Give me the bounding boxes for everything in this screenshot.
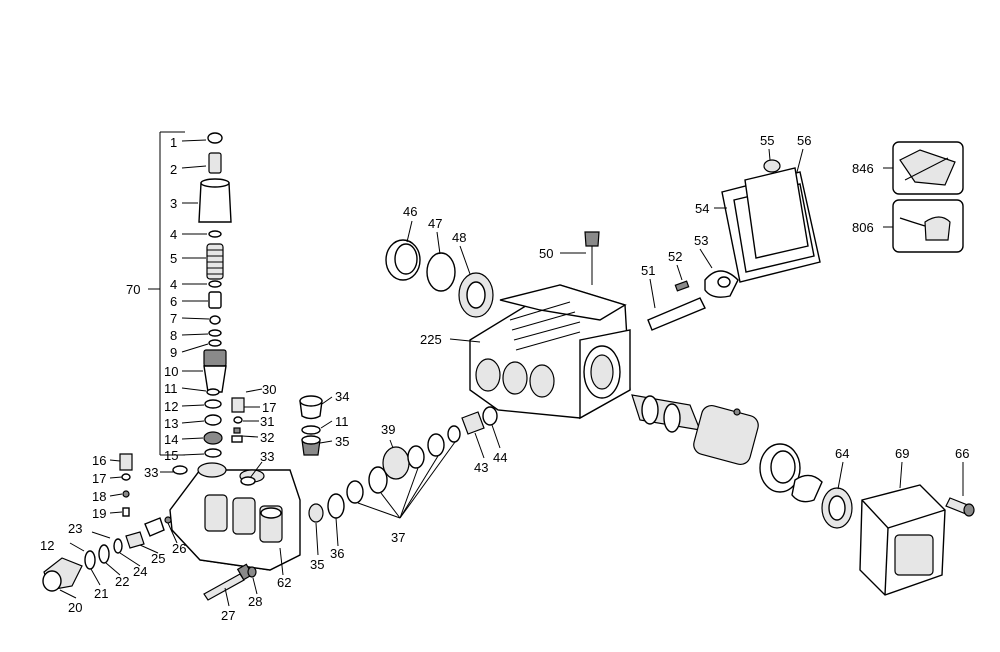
valve-leaders [181, 139, 210, 456]
label-9: 9 [170, 345, 177, 360]
label-14: 14 [164, 432, 178, 447]
label-4: 4 [170, 227, 177, 242]
label-69: 69 [895, 446, 909, 461]
label-56: 56 [797, 133, 811, 148]
label-2: 2 [170, 162, 177, 177]
label-21: 21 [94, 586, 108, 601]
bolt-66 [945, 462, 975, 517]
label-27: 27 [221, 608, 235, 623]
label-62: 62 [277, 575, 291, 590]
label-54: 54 [695, 201, 709, 216]
label-26: 26 [172, 541, 186, 556]
label-31: 31 [260, 414, 274, 429]
label-55: 55 [760, 133, 774, 148]
label-39: 39 [381, 422, 395, 437]
label-35: 35 [310, 557, 324, 572]
label-48: 48 [452, 230, 466, 245]
label-22: 22 [115, 574, 129, 589]
label-34: 34 [335, 389, 349, 404]
label-47: 47 [428, 216, 442, 231]
label-846: 846 [852, 161, 874, 176]
label-10: 10 [164, 364, 178, 379]
label-24: 24 [133, 564, 147, 579]
left-fittings [42, 453, 178, 599]
bolt-27-28 [203, 563, 258, 607]
label-806: 806 [852, 220, 874, 235]
label-225: 225 [420, 332, 442, 347]
label-12: 12 [40, 538, 54, 553]
label-1: 1 [170, 135, 177, 150]
crankshaft [631, 394, 853, 529]
label-51: 51 [641, 263, 655, 278]
label-32: 32 [260, 430, 274, 445]
manifold-head [160, 461, 301, 576]
label-52: 52 [668, 249, 682, 264]
label-70: 70 [126, 282, 140, 297]
label-11: 11 [164, 381, 178, 396]
housing-69 [859, 461, 946, 596]
valve-stack [198, 132, 232, 458]
label-35: 35 [335, 434, 349, 449]
label-25: 25 [151, 551, 165, 566]
label-7: 7 [170, 311, 177, 326]
label-44: 44 [493, 450, 507, 465]
label-18: 18 [92, 489, 106, 504]
label-8: 8 [170, 328, 177, 343]
label-66: 66 [955, 446, 969, 461]
label-33: 33 [260, 449, 274, 464]
label-46: 46 [403, 204, 417, 219]
label-17: 17 [262, 400, 276, 415]
seal-rings [308, 406, 501, 556]
label-43: 43 [474, 460, 488, 475]
callout-labels: 1 2 3 4 5 4 6 7 8 9 10 11 12 13 14 15 70… [40, 133, 969, 623]
label-5: 5 [170, 251, 177, 266]
label-12: 12 [164, 399, 178, 414]
label-4: 4 [170, 277, 177, 292]
label-6: 6 [170, 294, 177, 309]
cover-54-56 [714, 148, 821, 283]
rings-46-48 [385, 220, 494, 318]
label-15: 15 [164, 448, 178, 463]
label-17: 17 [92, 471, 106, 486]
label-23: 23 [68, 521, 82, 536]
label-64: 64 [835, 446, 849, 461]
label-53: 53 [694, 233, 708, 248]
label-11: 11 [335, 414, 349, 429]
box-806 [883, 199, 964, 253]
label-33: 33 [144, 465, 158, 480]
rod-51-53 [647, 248, 739, 331]
crankcase [449, 231, 631, 420]
label-19: 19 [92, 506, 106, 521]
box-846 [883, 141, 964, 195]
kit-70-bracket [148, 131, 185, 456]
label-28: 28 [248, 594, 262, 609]
label-36: 36 [330, 546, 344, 561]
label-50: 50 [539, 246, 553, 261]
label-20: 20 [68, 600, 82, 615]
label-3: 3 [170, 196, 177, 211]
small-parts-30-35 [231, 388, 333, 456]
label-13: 13 [164, 416, 178, 431]
label-16: 16 [92, 453, 106, 468]
label-37: 37 [391, 530, 405, 545]
label-30: 30 [262, 382, 276, 397]
